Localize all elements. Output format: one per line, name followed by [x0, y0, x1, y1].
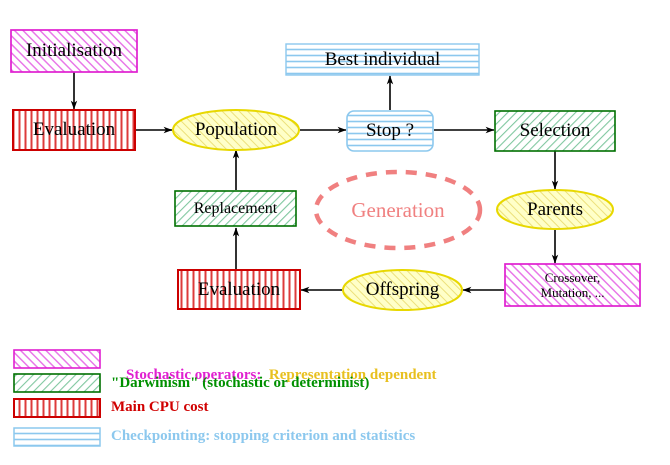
legend-label-darwinism: "Darwinism" (stochastic or determinist) — [111, 375, 370, 391]
legend-swatch-checkpoint — [13, 427, 101, 447]
legend-label-stochastic: Stochastic operators: Representation dep… — [111, 350, 437, 401]
node-evaluation-top — [12, 109, 136, 151]
node-label-population: Population — [194, 119, 278, 140]
node-label-selection: Selection — [519, 120, 591, 141]
edge-layer — [70, 72, 559, 294]
node-label-offspring: Offspring — [365, 279, 440, 300]
node-label-evaluation-bottom: Evaluation — [197, 278, 281, 300]
node-population — [172, 109, 300, 151]
legend-swatch-cpu — [13, 398, 101, 418]
node-initialisation — [10, 29, 138, 73]
legend-swatch-stochastic — [13, 349, 101, 369]
legend-swatch-darwinism — [13, 373, 101, 393]
node-offspring — [342, 269, 463, 311]
node-selection — [494, 110, 616, 152]
node-stop — [346, 110, 434, 152]
node-generation — [313, 169, 483, 251]
node-best-individual — [285, 43, 480, 76]
node-label-variation: Crossover, Mutation, ... — [540, 270, 605, 300]
legend-label-stochastic-part2: Representation dependent — [268, 367, 437, 383]
node-variation — [504, 263, 641, 307]
node-label-evaluation-top: Evaluation — [32, 119, 116, 140]
node-label-best-individual: Best individual — [324, 48, 441, 70]
node-label-stop: Stop ? — [365, 120, 415, 141]
node-evaluation-bottom — [177, 269, 301, 310]
legend-label-stochastic-part1: Stochastic operators: — [126, 367, 262, 383]
node-label-generation: Generation — [351, 197, 445, 222]
node-replacement — [174, 190, 297, 227]
legend-swatches — [13, 349, 101, 447]
node-parents — [496, 189, 614, 230]
node-label-parents: Parents — [527, 198, 583, 220]
legend-label-cpu: Main CPU cost — [111, 399, 209, 415]
legend-label-checkpoint: Checkpointing: stopping criterion and st… — [111, 428, 416, 444]
node-label-initialisation: Initialisation — [25, 40, 123, 61]
node-label-replacement: Replacement — [193, 199, 278, 217]
